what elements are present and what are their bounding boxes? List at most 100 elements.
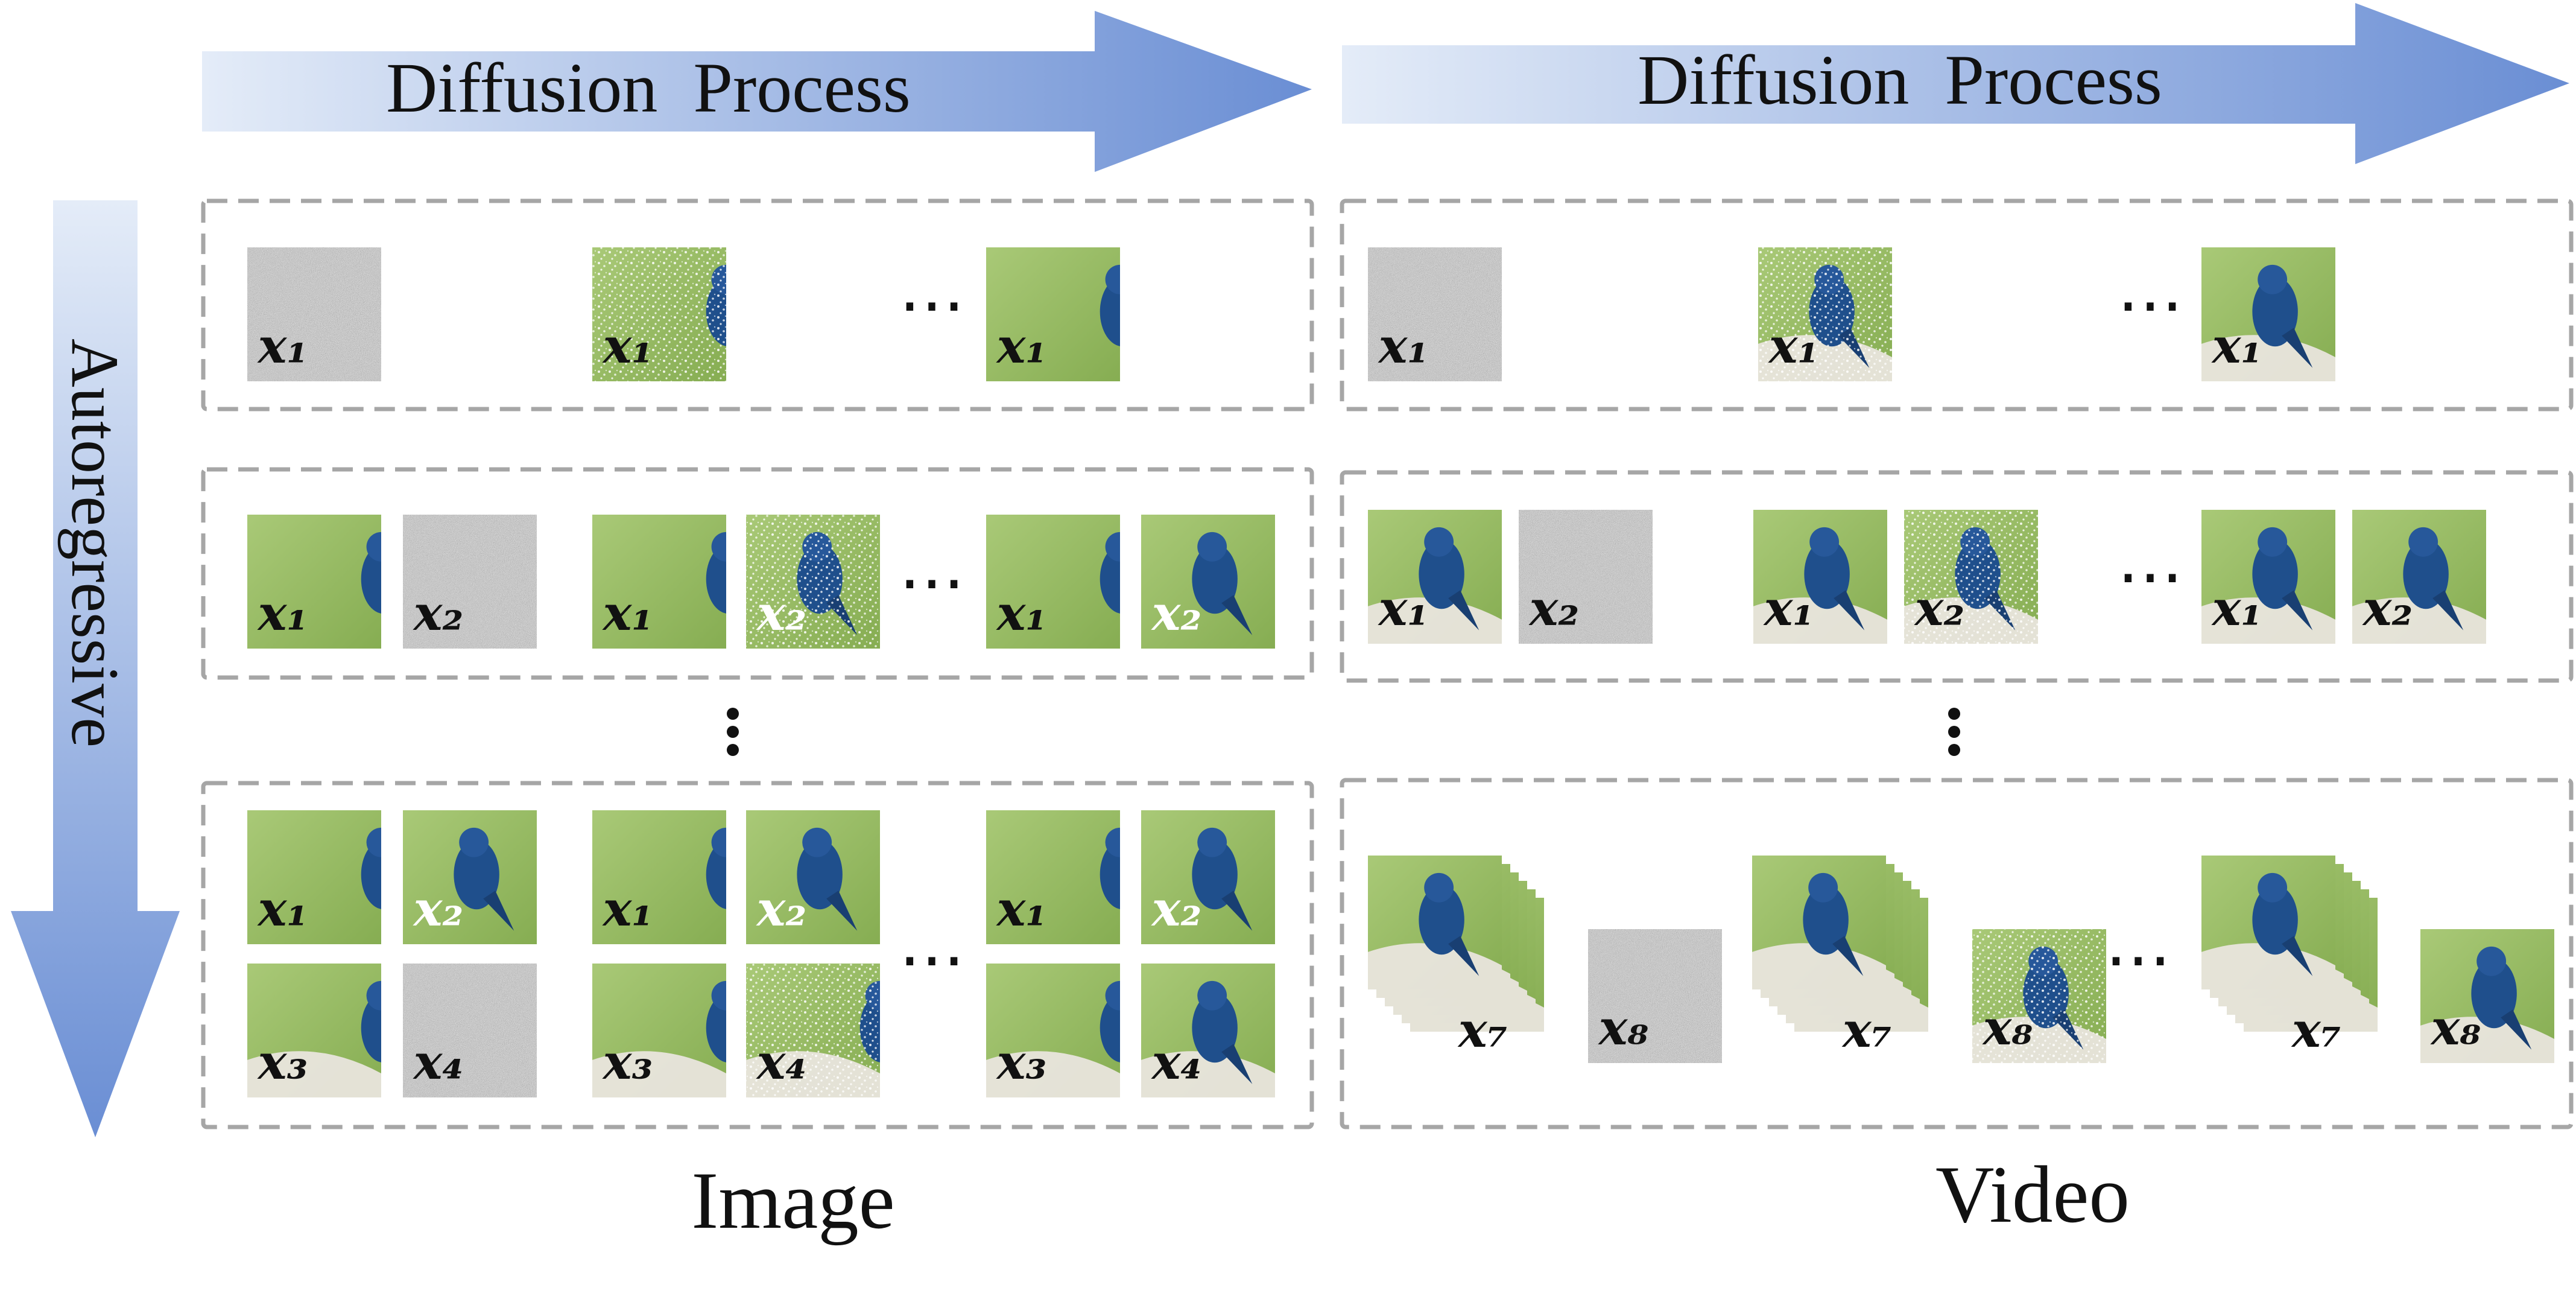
noise-tile: x₁ bbox=[1368, 247, 1502, 381]
bird-icon bbox=[2252, 264, 2313, 368]
variable-label: x₇ bbox=[1457, 1002, 1508, 1058]
bird-icon bbox=[2252, 872, 2313, 976]
image-tile: x₁ bbox=[2201, 247, 2335, 381]
bird-icon bbox=[1803, 872, 1864, 976]
image-step1-panel bbox=[201, 198, 1314, 411]
image-tile: x₁ bbox=[592, 515, 726, 649]
variable-label: x₂ bbox=[1151, 585, 1202, 641]
variable-label: x₂ bbox=[756, 880, 807, 937]
ellipsis: … bbox=[899, 249, 965, 326]
image-tile: x₁ bbox=[986, 515, 1120, 649]
variable-label: x₁ bbox=[257, 317, 308, 374]
variable-label: x₁ bbox=[602, 880, 653, 937]
variable-label: x₂ bbox=[1528, 580, 1580, 637]
video-diffusion-label: Diffusion Process bbox=[1638, 40, 2162, 119]
image-tile: x₁ bbox=[986, 247, 1120, 381]
image-diffusion-arrow: Diffusion Process bbox=[202, 11, 1312, 172]
image-tile: x₂ bbox=[746, 810, 880, 944]
image-tile: x₁ bbox=[592, 247, 726, 381]
noise-icon bbox=[1588, 929, 1722, 1063]
bird-icon bbox=[1100, 532, 1120, 614]
bird-icon bbox=[1192, 980, 1253, 1084]
variable-label: x₁ bbox=[996, 880, 1047, 937]
variable-label: x₄ bbox=[756, 1034, 807, 1090]
bird-icon bbox=[1419, 872, 1479, 976]
noise-icon bbox=[403, 515, 537, 649]
variable-label: x₁ bbox=[2211, 580, 2262, 637]
variable-label: x₁ bbox=[1378, 317, 1429, 374]
variable-label: x₃ bbox=[257, 1034, 308, 1090]
image-tile: x₁ bbox=[247, 810, 381, 944]
variable-label: x₈ bbox=[1982, 999, 2033, 1056]
autoregressive-arrow: Autoregressive bbox=[11, 200, 180, 1137]
image-tile bbox=[1752, 856, 1886, 989]
image-tile: x₃ bbox=[986, 964, 1120, 1097]
image-tile: x₂ bbox=[1904, 510, 2038, 644]
variable-label: x₂ bbox=[413, 585, 464, 641]
bird-icon bbox=[1804, 527, 1865, 630]
ellipsis: … bbox=[2117, 521, 2183, 598]
vertical-ellipsis bbox=[1948, 708, 1960, 756]
image-tile: x₂ bbox=[1141, 810, 1275, 944]
image-tile: x₃ bbox=[592, 964, 726, 1097]
image-tile: x₄ bbox=[746, 964, 880, 1097]
variable-label: x₈ bbox=[1598, 999, 1649, 1056]
variable-label: x₂ bbox=[413, 880, 464, 937]
bird-icon bbox=[2403, 527, 2464, 630]
variable-label: x₄ bbox=[413, 1034, 464, 1090]
image-tile: x₃ bbox=[247, 964, 381, 1097]
ellipsis: … bbox=[899, 527, 965, 604]
variable-label: x₂ bbox=[1151, 880, 1202, 937]
bird-icon bbox=[1100, 980, 1120, 1062]
image-tile: x₁ bbox=[986, 810, 1120, 944]
image-tile: x₁ bbox=[2201, 510, 2335, 644]
image-diffusion-label: Diffusion Process bbox=[386, 48, 911, 127]
variable-label: x₁ bbox=[1768, 317, 1819, 374]
bird-icon bbox=[2471, 946, 2532, 1050]
image-tile: x₁ bbox=[1753, 510, 1887, 644]
image-stepN-panel bbox=[201, 781, 1314, 1129]
video-stepN-panel bbox=[1340, 778, 2574, 1129]
bird-icon bbox=[1192, 532, 1253, 635]
variable-label: x₂ bbox=[1914, 580, 1965, 637]
image-tile bbox=[2201, 856, 2335, 989]
noise-tile: x₄ bbox=[403, 964, 537, 1097]
variable-label: x₁ bbox=[602, 585, 653, 641]
variable-label: x₇ bbox=[2291, 1002, 2342, 1058]
noise-tile: x₂ bbox=[1519, 510, 1653, 644]
video-diffusion-arrow: Diffusion Process bbox=[1342, 3, 2569, 164]
variable-label: x₂ bbox=[756, 585, 807, 641]
noise-icon bbox=[1519, 510, 1653, 644]
variable-label: x₁ bbox=[602, 317, 653, 374]
noise-icon bbox=[403, 964, 537, 1097]
bird-icon bbox=[706, 827, 726, 909]
variable-label: x₁ bbox=[2211, 317, 2262, 374]
image-tile: x₁ bbox=[1758, 247, 1892, 381]
bird-icon bbox=[1100, 264, 1120, 346]
bird-icon bbox=[454, 827, 514, 931]
variable-label: x₁ bbox=[996, 585, 1047, 641]
noise-icon bbox=[1368, 247, 1502, 381]
image-tile: x₂ bbox=[746, 515, 880, 649]
image-step2-panel bbox=[201, 467, 1314, 680]
variable-label: x₁ bbox=[1763, 580, 1814, 637]
noise-icon bbox=[247, 247, 381, 381]
variable-label: x₃ bbox=[602, 1034, 653, 1090]
video-step2-panel bbox=[1340, 470, 2574, 683]
image-tile: x₈ bbox=[2420, 929, 2554, 1063]
image-tile: x₂ bbox=[2352, 510, 2486, 644]
image-caption: Image bbox=[691, 1156, 894, 1246]
bird-icon bbox=[361, 980, 381, 1062]
ellipsis: … bbox=[899, 904, 965, 981]
arrow-icon bbox=[11, 200, 180, 1137]
image-tile: x₄ bbox=[1141, 964, 1275, 1097]
noise-tile: x₈ bbox=[1588, 929, 1722, 1063]
variable-label: x₁ bbox=[1378, 580, 1429, 637]
noise-tile: x₂ bbox=[403, 515, 537, 649]
variable-label: x₁ bbox=[257, 585, 308, 641]
bird-icon bbox=[361, 827, 381, 909]
noise-tile: x₁ bbox=[247, 247, 381, 381]
image-tile: x₂ bbox=[403, 810, 537, 944]
bird-icon bbox=[1192, 827, 1253, 931]
